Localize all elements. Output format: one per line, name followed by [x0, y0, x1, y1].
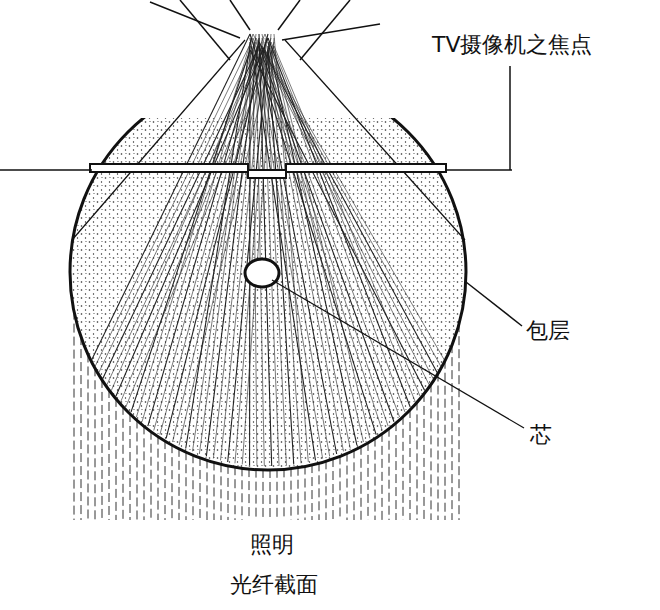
- light-ray: [274, 50, 370, 438]
- ray: [278, 0, 300, 30]
- core: [245, 259, 279, 287]
- part-label: 包层: [524, 318, 572, 344]
- focal-line: [446, 169, 512, 171]
- light-ray: [220, 46, 265, 460]
- ray: [300, 0, 350, 60]
- light-ray: [268, 46, 294, 464]
- light-ray: [253, 46, 257, 466]
- light-ray: [166, 34, 268, 438]
- focal-line: [0, 169, 92, 171]
- light-ray: [268, 42, 357, 445]
- leader-line: [509, 66, 511, 170]
- light-ray: [253, 42, 323, 459]
- light-ray: [259, 46, 394, 422]
- part-label: TV摄像机之焦点: [430, 32, 595, 58]
- light-ray: [186, 46, 250, 448]
- light-ray: [95, 38, 253, 366]
- leader-line: [466, 282, 522, 326]
- cladding-circle: [70, 118, 466, 470]
- ray: [282, 24, 380, 40]
- part-label: 芯: [528, 422, 554, 448]
- light-ray: [250, 34, 376, 435]
- fan-edge: [285, 40, 465, 240]
- light-ray: [253, 34, 429, 385]
- slit: [90, 164, 446, 178]
- light-ray: [271, 42, 415, 402]
- light-ray: [250, 50, 425, 391]
- light-ray: [148, 42, 259, 426]
- ray: [230, 0, 250, 30]
- light-ray: [250, 38, 316, 460]
- light-ray: [262, 50, 400, 417]
- light-ray: [265, 50, 444, 360]
- light-ray: [206, 38, 259, 456]
- part-label: 照明: [248, 532, 296, 558]
- light-ray: [262, 46, 441, 366]
- light-ray: [265, 34, 405, 412]
- ray: [180, 0, 230, 60]
- light-fan: [72, 34, 465, 466]
- light-ray: [259, 42, 437, 373]
- leader-line: [272, 280, 524, 428]
- figure-caption: 光纤截面: [228, 572, 320, 598]
- light-ray: [107, 50, 262, 385]
- light-ray: [268, 38, 410, 407]
- light-ray: [256, 38, 433, 379]
- light-ray: [131, 50, 250, 412]
- light-ray: [249, 42, 251, 465]
- light-ray: [154, 46, 262, 430]
- light-ray: [192, 50, 253, 451]
- ray: [150, 2, 240, 38]
- fan-edge: [72, 40, 245, 240]
- light-ray: [103, 46, 259, 379]
